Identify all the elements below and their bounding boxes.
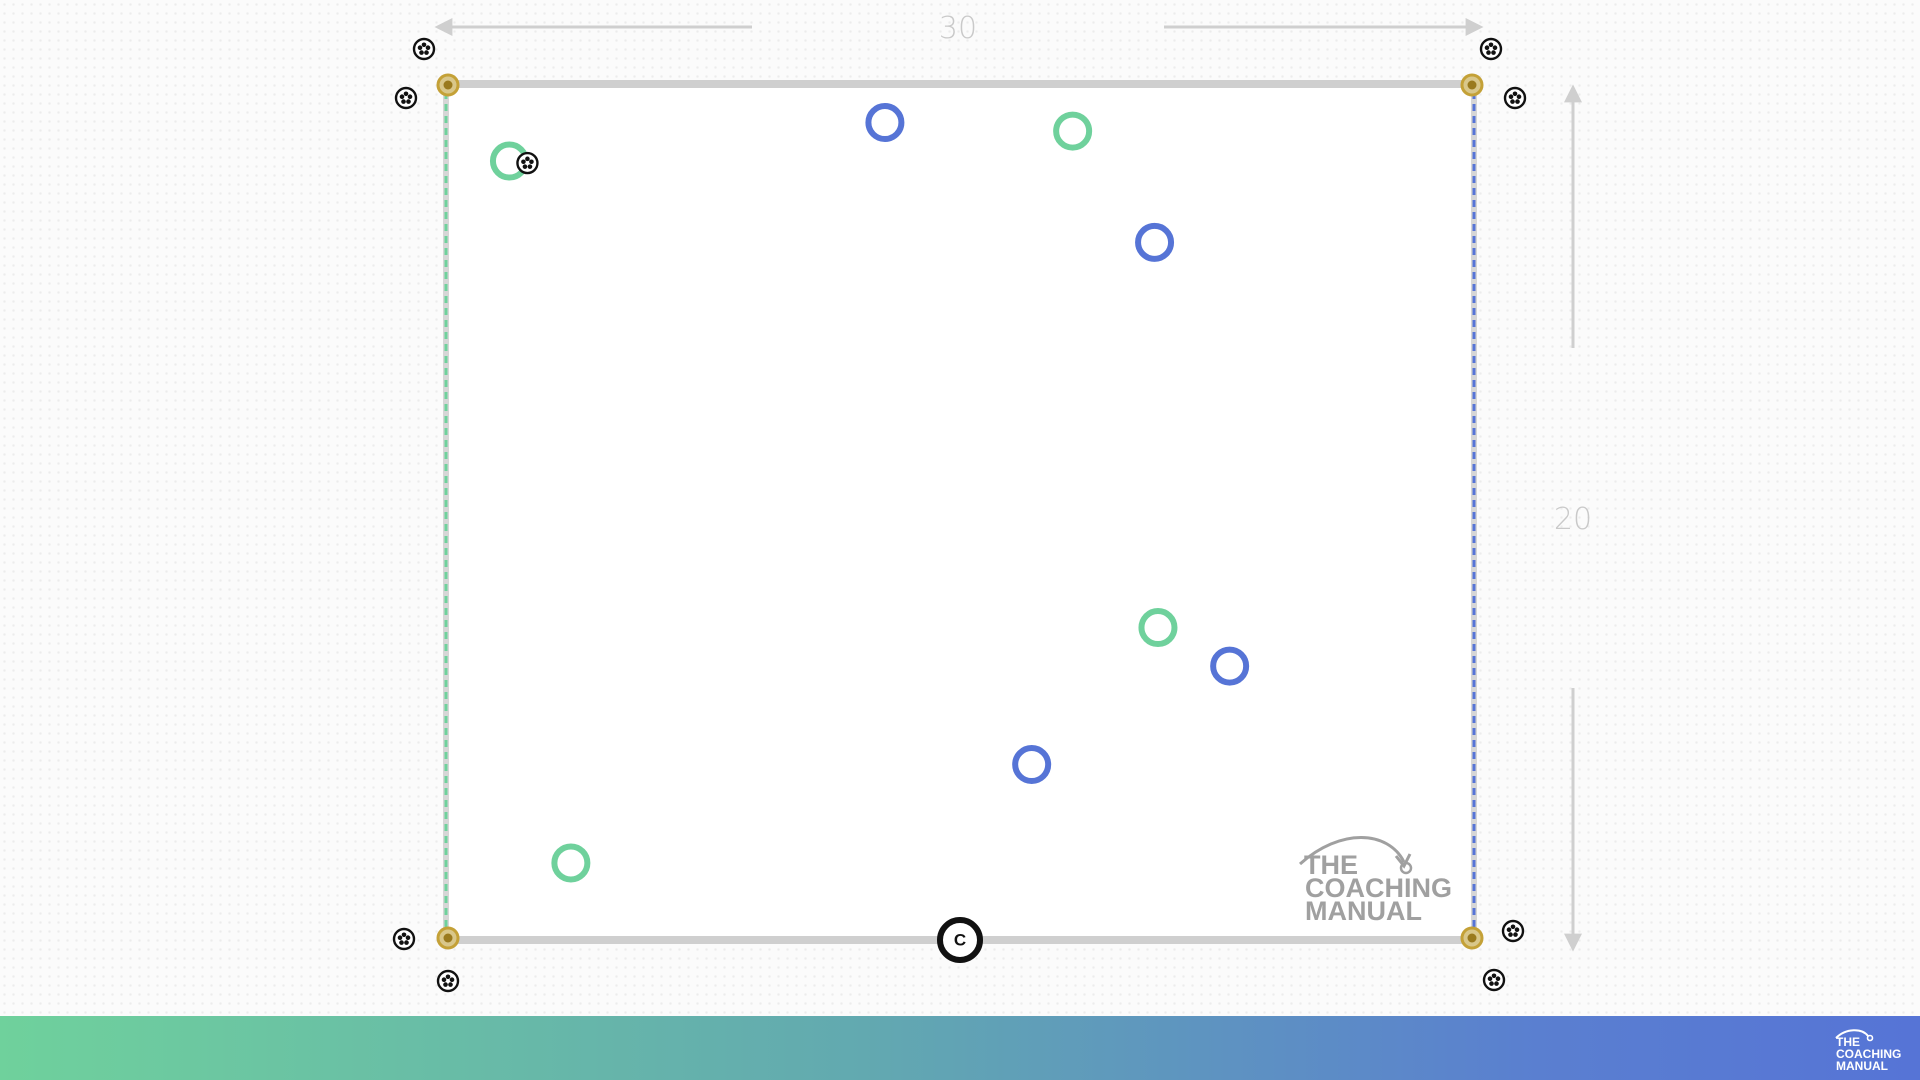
watermark-logo: THE COACHING MANUAL xyxy=(1298,836,1452,926)
watermark-line-3: MANUAL xyxy=(1305,896,1422,926)
cone-bottom-right xyxy=(1460,926,1484,950)
coach-icon: C xyxy=(937,917,983,963)
player-blue xyxy=(865,103,905,143)
width-dimension: 30 xyxy=(434,11,1484,46)
player-green xyxy=(1053,111,1093,151)
watermark-line-1: THE xyxy=(1304,850,1358,880)
ball-icon xyxy=(394,86,418,110)
footer-logo: THE COACHING MANUAL xyxy=(1835,1029,1901,1072)
footer-logo-line-2: COACHING xyxy=(1836,1047,1901,1061)
cone-top-left xyxy=(436,73,460,97)
players-layer xyxy=(489,103,1250,883)
height-dimension: 20 xyxy=(1554,84,1592,952)
ball-icon xyxy=(516,151,539,175)
player-blue xyxy=(1210,646,1250,686)
watermark-arrow-icon xyxy=(1298,836,1406,866)
ball-icon xyxy=(436,969,460,993)
watermark-dot-icon xyxy=(1399,861,1413,875)
cones-layer xyxy=(436,73,1484,950)
footer-logo-line-1: THE xyxy=(1836,1035,1860,1049)
cone-bottom-left xyxy=(436,926,460,950)
width-label: 30 xyxy=(939,11,977,46)
watermark-line-2: COACHING xyxy=(1305,873,1452,903)
player-green xyxy=(1138,608,1178,648)
footer-gradient-bar xyxy=(0,1016,1920,1080)
player-blue xyxy=(1135,222,1175,262)
ball-icon xyxy=(1501,919,1525,943)
ball-icon xyxy=(1482,968,1506,992)
footer-logo-line-3: MANUAL xyxy=(1836,1059,1888,1072)
ball-icon xyxy=(392,927,416,951)
cone-top-right xyxy=(1460,73,1484,97)
ball-icon xyxy=(1503,86,1527,110)
player-blue xyxy=(1012,745,1052,785)
ball-icon xyxy=(412,37,436,61)
ball-icon xyxy=(1479,37,1503,61)
height-label: 20 xyxy=(1554,502,1592,537)
player-green xyxy=(551,843,591,883)
pitch-area xyxy=(446,84,1472,938)
coach-label: C xyxy=(954,931,966,950)
